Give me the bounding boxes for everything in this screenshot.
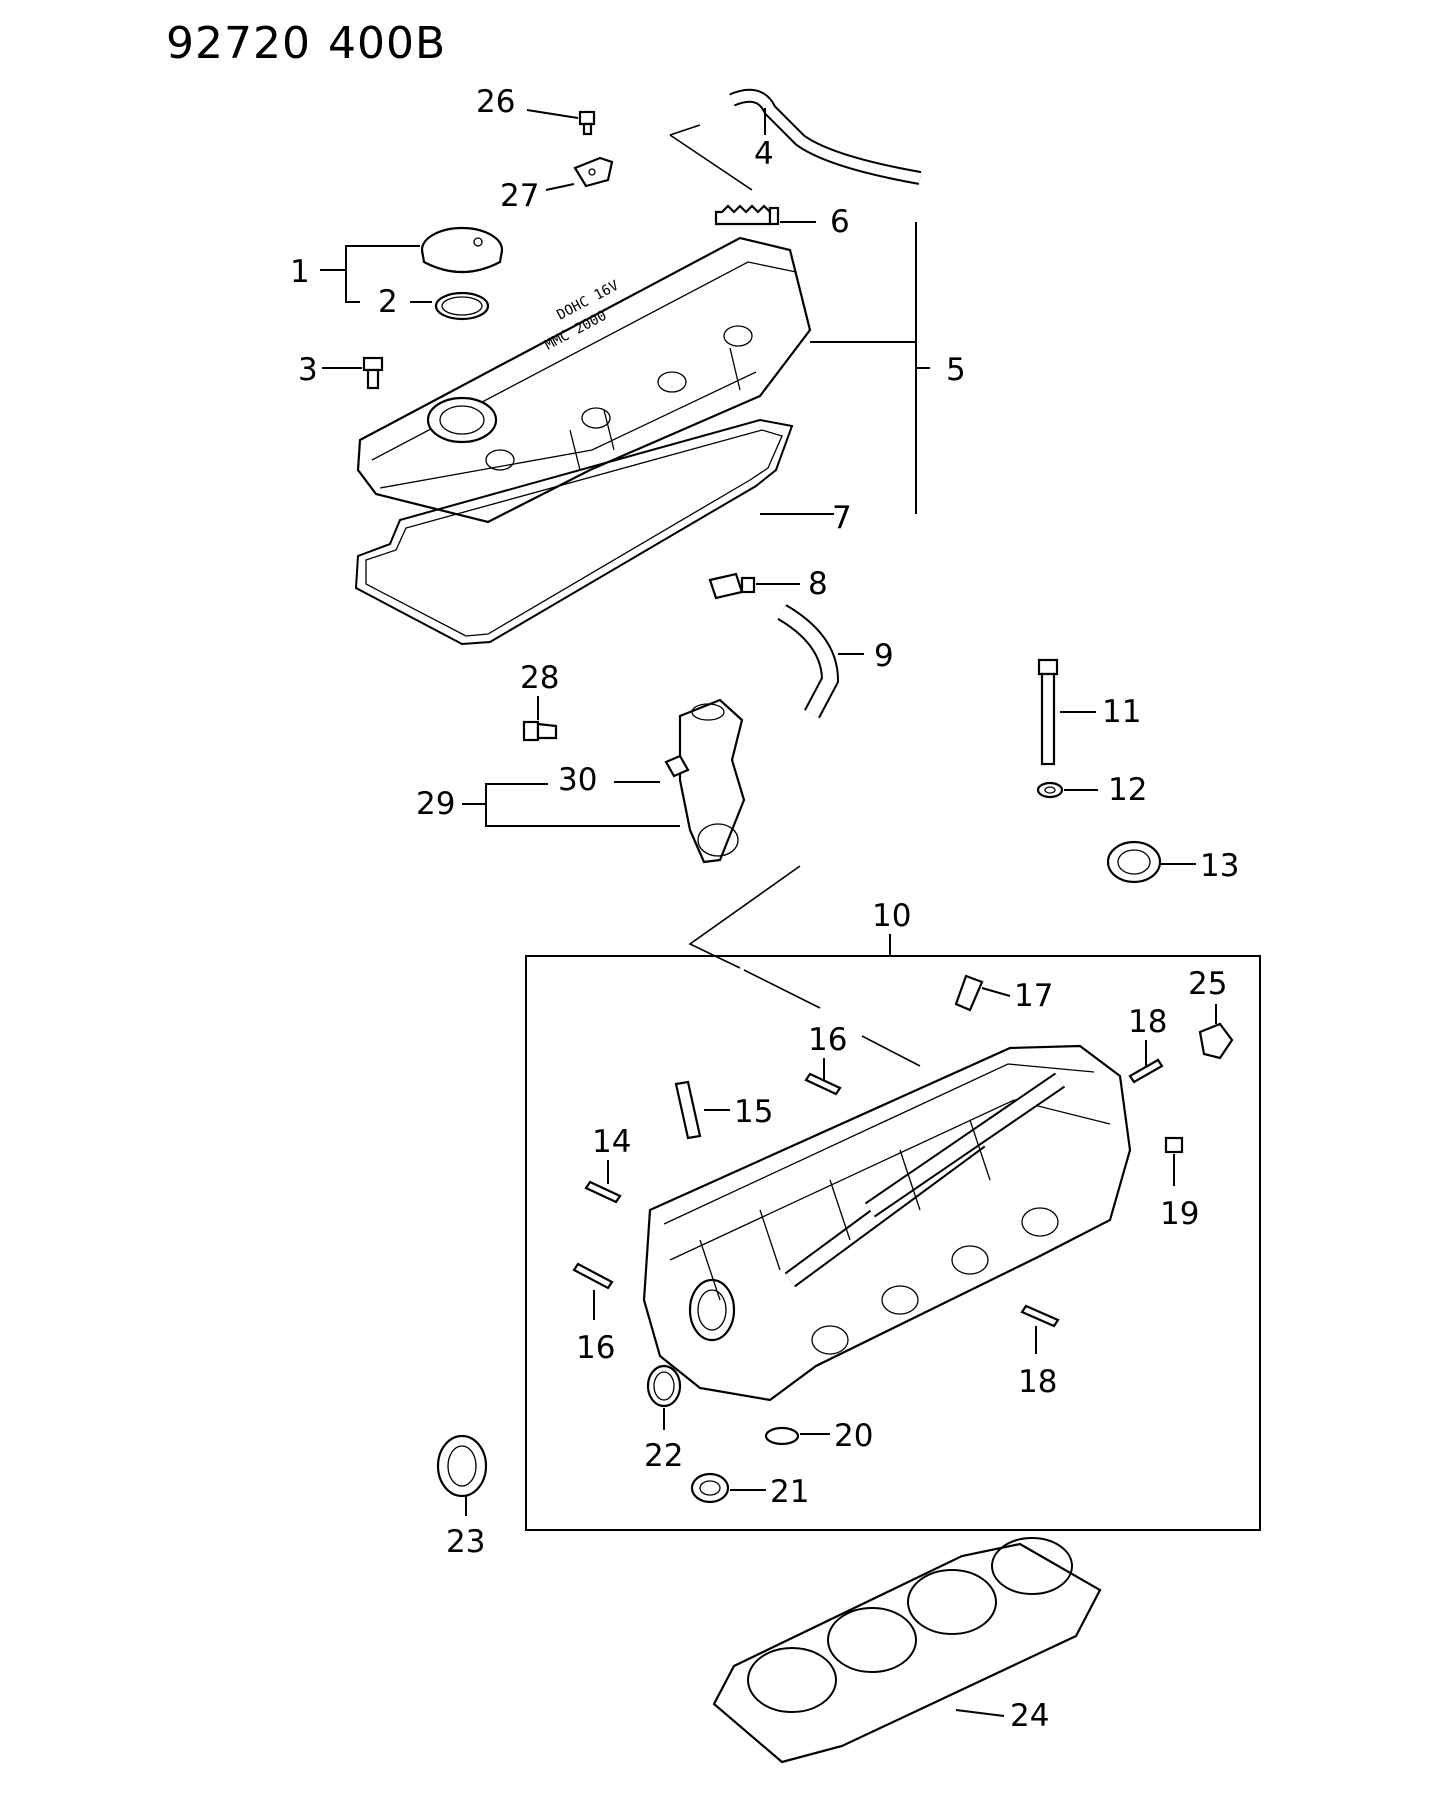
part-14-stud[interactable]: [584, 1180, 622, 1204]
part-22-oil-seal[interactable]: [646, 1364, 682, 1408]
callout-12: 12: [1108, 772, 1147, 808]
callout-10: 10: [872, 898, 911, 934]
callout-29: 29: [416, 786, 455, 822]
part-1-oil-filler-cap[interactable]: [420, 226, 504, 274]
callout-27: 27: [500, 178, 539, 214]
part-8-pcv-valve[interactable]: [708, 572, 756, 600]
part-3-bolt[interactable]: [362, 356, 384, 390]
part-9-hose[interactable]: [777, 604, 840, 719]
part-6-baffle[interactable]: [714, 204, 780, 226]
callout-26: 26: [476, 84, 515, 120]
part-28-bolt[interactable]: [522, 720, 558, 742]
part-17-dowel[interactable]: [954, 974, 984, 1012]
callout-15: 15: [734, 1094, 773, 1130]
callout-24: 24: [1010, 1698, 1049, 1734]
callout-9: 9: [874, 638, 894, 674]
callout-16-top: 16: [808, 1022, 847, 1058]
callout-25: 25: [1188, 966, 1227, 1002]
part-13-plug[interactable]: [1106, 840, 1162, 884]
part-2-cap-gasket[interactable]: [434, 291, 490, 321]
callout-30: 30: [558, 762, 597, 798]
part-26-bolt[interactable]: [578, 110, 596, 136]
part-11-head-bolt[interactable]: [1037, 658, 1059, 766]
callout-19: 19: [1160, 1196, 1199, 1232]
callout-16-bottom: 16: [576, 1330, 615, 1366]
callout-17: 17: [1014, 978, 1053, 1014]
callout-13: 13: [1200, 848, 1239, 884]
callout-18-top: 18: [1128, 1004, 1167, 1040]
callout-14: 14: [592, 1124, 631, 1160]
part-18-stud-bottom[interactable]: [1020, 1304, 1060, 1328]
part-10-cylinder-head[interactable]: [642, 1044, 1132, 1402]
part-20-seal[interactable]: [764, 1426, 800, 1446]
callout-2: 2: [378, 284, 398, 320]
callout-5: 5: [946, 352, 966, 388]
part-5-rocker-cover[interactable]: DOHC 16V MMC 2000: [356, 236, 812, 524]
part-21-plug[interactable]: [690, 1472, 730, 1504]
part-25-plug[interactable]: [1198, 1022, 1234, 1060]
part-30-thermo-switch[interactable]: [664, 754, 690, 778]
part-29-water-outlet[interactable]: [678, 698, 746, 864]
part-4-breather-hose[interactable]: [729, 88, 922, 185]
part-12-washer[interactable]: [1036, 781, 1064, 799]
callout-21: 21: [770, 1474, 809, 1510]
catalog-number: 92720: [166, 18, 311, 69]
part-10-assembly-box: [525, 955, 1261, 1531]
callout-1: 1: [290, 254, 310, 290]
part-24-head-gasket[interactable]: [712, 1537, 1102, 1764]
part-19-plug[interactable]: [1164, 1136, 1184, 1154]
part-18-stud-top[interactable]: [1128, 1058, 1164, 1084]
callout-6: 6: [830, 204, 850, 240]
callout-3: 3: [298, 352, 318, 388]
callout-18-bottom: 18: [1018, 1364, 1057, 1400]
callout-22: 22: [644, 1438, 683, 1474]
part-15-pin[interactable]: [674, 1080, 702, 1140]
group-code: 400B: [328, 18, 446, 69]
part-23-oil-seal[interactable]: [436, 1434, 488, 1498]
part-16-stud-top[interactable]: [804, 1072, 842, 1096]
callout-7: 7: [832, 500, 852, 536]
part-27-bracket[interactable]: [573, 156, 614, 188]
callout-4: 4: [754, 136, 774, 172]
part-7-cover-gasket[interactable]: [354, 418, 794, 646]
callout-8: 8: [808, 566, 828, 602]
part-16-stud-bottom[interactable]: [572, 1262, 614, 1290]
callout-20: 20: [834, 1418, 873, 1454]
callout-11: 11: [1102, 694, 1141, 730]
callout-23: 23: [446, 1524, 485, 1560]
callout-28: 28: [520, 660, 559, 696]
